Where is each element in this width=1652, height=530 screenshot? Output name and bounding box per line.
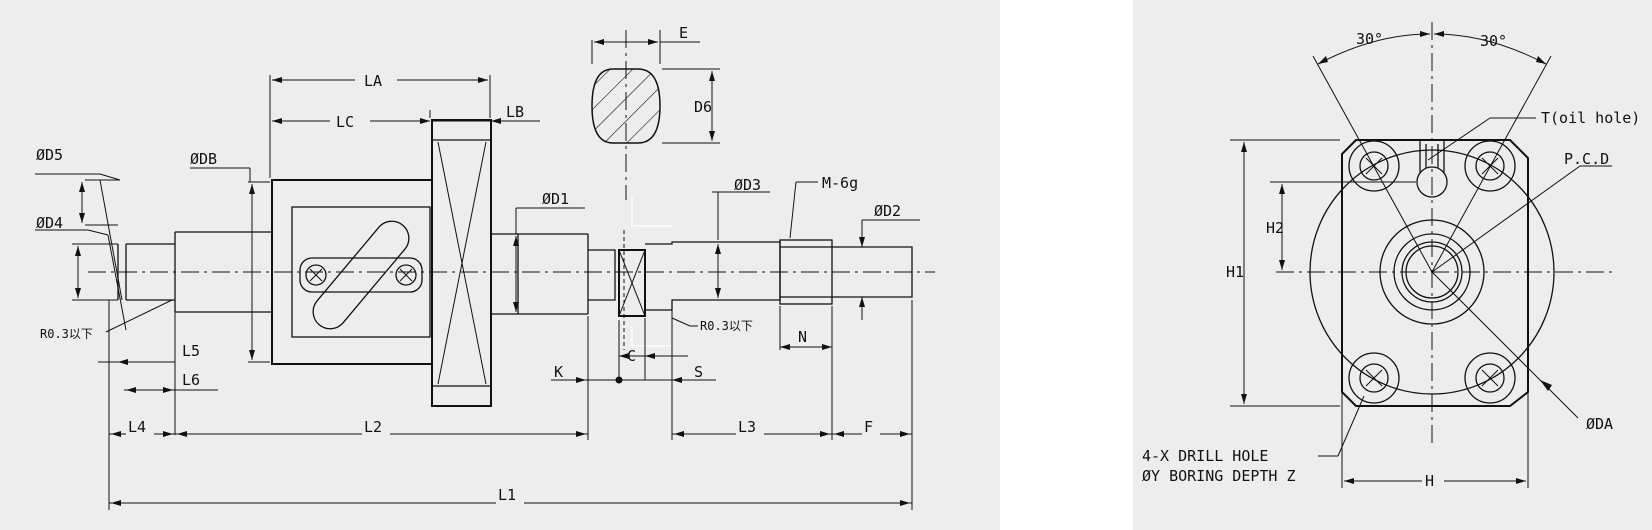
side-view-labels: LA LC LB E D6 ØD5 ØD4 ØDB ØD1 ØD3 M-6g Ø…	[36, 24, 901, 504]
label-l1: L1	[498, 486, 516, 504]
label-k: K	[554, 363, 563, 381]
shaft-ring	[1405, 245, 1459, 299]
label-d1: ØD1	[542, 190, 569, 208]
label-d4: ØD4	[36, 214, 63, 232]
label-da: ØDA	[1586, 415, 1613, 433]
label-lc: LC	[336, 113, 354, 131]
label-s: S	[694, 363, 703, 381]
r-note-right-leader	[671, 317, 691, 327]
label-h: H	[1425, 472, 1434, 490]
nut-ring-inner	[1401, 241, 1463, 303]
label-pcd: P.C.D	[1564, 150, 1609, 168]
journal-d3	[645, 241, 781, 311]
db-dimension	[190, 167, 270, 363]
side-view-panel	[0, 0, 1000, 530]
snap-ring-groove	[618, 196, 672, 350]
oil-hole	[1416, 140, 1448, 198]
pcd-leader	[1431, 165, 1581, 273]
thread-m	[779, 239, 833, 305]
label-boring-depth: ØY BORING DEPTH Z	[1142, 467, 1296, 485]
bottom-dimensions	[108, 300, 913, 510]
screw-shaft-left	[174, 231, 272, 313]
label-angle-right: 30°	[1480, 32, 1507, 50]
label-l3: L3	[738, 418, 756, 436]
bearing-seat	[588, 249, 616, 301]
label-angle-left: 30°	[1356, 30, 1383, 48]
da-arrow	[1540, 380, 1552, 391]
front-view-panel	[1133, 0, 1652, 530]
label-lb: LB	[506, 103, 524, 121]
label-h2: H2	[1266, 219, 1284, 237]
label-e: E	[679, 24, 688, 42]
h1-dimension	[1230, 139, 1340, 407]
front-view-labels: 30° 30° T(oil hole) P.C.D H2 H1 H ØDA 4-…	[1142, 30, 1640, 490]
nut-ring	[1393, 233, 1471, 311]
flange	[431, 119, 492, 407]
k-c-s-dimensions	[551, 310, 716, 440]
section-e-d6	[591, 30, 720, 200]
label-d5: ØD5	[36, 146, 63, 164]
label-d3: ØD3	[734, 176, 761, 194]
left-end-journal	[117, 243, 175, 301]
label-l4: L4	[128, 418, 146, 436]
l5-l6-dimensions	[98, 312, 218, 435]
flange-circle	[1309, 149, 1555, 395]
label-l5: L5	[182, 342, 200, 360]
label-m: M-6g	[822, 174, 858, 192]
flange-outline	[1341, 139, 1529, 407]
label-l2: L2	[364, 418, 382, 436]
da-leader	[1431, 271, 1579, 419]
label-r-left: R0.3以下	[40, 327, 93, 341]
r-note-left-leader	[105, 299, 173, 333]
front-view: 30° 30° T(oil hole) P.C.D H2 H1 H ØDA 4-…	[1142, 22, 1640, 490]
label-n: N	[798, 328, 807, 346]
nut-ring-outer	[1379, 219, 1485, 325]
angle-dimensions	[1312, 31, 1552, 273]
label-la: LA	[364, 72, 382, 90]
label-c: C	[627, 347, 636, 365]
screw-shaft-right	[491, 233, 589, 315]
label-d2: ØD2	[874, 202, 901, 220]
bolt-hole-bl	[1348, 352, 1400, 404]
h2-dimension	[1270, 181, 1416, 270]
label-drill-hole: 4-X DRILL HOLE	[1142, 447, 1268, 465]
d3-m-d2-dimensions	[712, 181, 920, 320]
end-shaft-d2	[832, 246, 913, 298]
label-d6: D6	[694, 98, 712, 116]
label-l6: L6	[182, 371, 200, 389]
label-f: F	[864, 418, 873, 436]
d1-dimension	[513, 207, 585, 312]
label-t-oil-hole: T(oil hole)	[1541, 109, 1640, 127]
nut-inner-face	[291, 206, 431, 338]
top-dimensions	[269, 75, 540, 178]
return-tube	[299, 220, 423, 330]
side-view: LA LC LB E D6 ØD5 ØD4 ØDB ØD1 ØD3 M-6g Ø…	[35, 24, 935, 510]
label-h1: H1	[1226, 263, 1244, 281]
d4-d5-dimensions	[35, 173, 127, 331]
label-r-right: R0.3以下	[700, 319, 753, 333]
label-db: ØDB	[190, 150, 217, 168]
bolt-hole-br	[1464, 352, 1516, 404]
oil-hole-leader	[1427, 117, 1491, 161]
drill-leader	[1337, 395, 1365, 457]
